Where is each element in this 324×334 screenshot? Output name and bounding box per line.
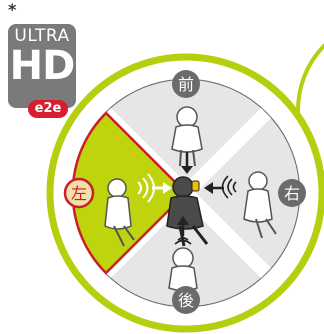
label-right: 右 bbox=[284, 184, 300, 203]
badge-hd-text: HD bbox=[8, 46, 76, 86]
footnote-asterisk: * bbox=[8, 2, 16, 18]
label-front: 前 bbox=[178, 75, 194, 94]
label-back: 後 bbox=[178, 291, 194, 310]
person-back-icon bbox=[169, 248, 197, 291]
label-left: 左 bbox=[71, 184, 87, 203]
badge-e2e-pill: e2e bbox=[28, 100, 68, 118]
